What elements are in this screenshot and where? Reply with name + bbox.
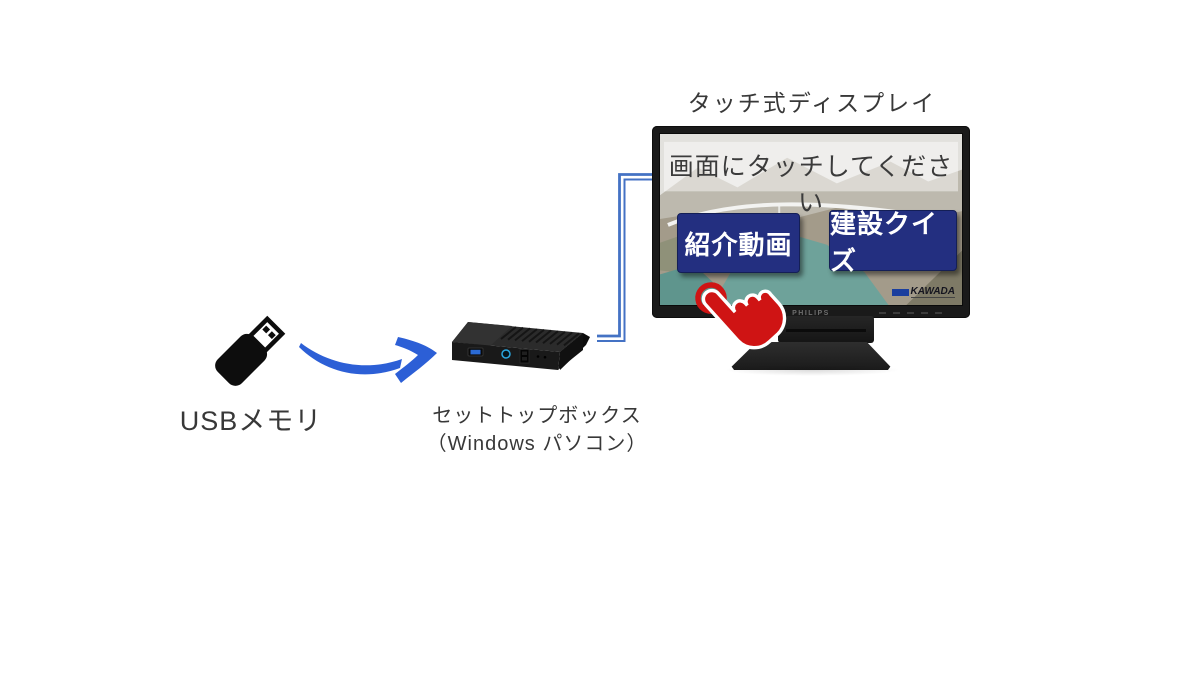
construction-quiz-button[interactable]: 建設クイズ [829,209,957,276]
intro-video-button[interactable]: 紹介動画 [677,213,800,273]
kawada-logo-bar [891,289,909,296]
display-screen: 画面にタッチしてください 紹介動画 建設クイズ KAWADA [659,133,963,306]
usb-memory-icon [215,315,286,386]
set-top-box-label: セットトップボックス （Windows パソコン） [417,402,657,458]
set-top-box-label-line1: セットトップボックス [432,405,642,427]
monitor-shadow [724,364,900,376]
usb-label: USBメモリ [179,406,323,436]
video-cable-connector [597,173,654,342]
monitor-bezel-buttons [879,312,942,314]
monitor-stand-hinge [778,316,874,343]
set-top-box-illustration [452,322,590,370]
transfer-arrow-icon [299,337,437,383]
set-top-box-label-line2: （Windows パソコン） [426,433,648,455]
display-label: タッチ式ディスプレイ [687,90,937,116]
touch-display-monitor: 画面にタッチしてください 紹介動画 建設クイズ KAWADA PHILIPS [652,126,970,318]
touch-hand-icon [695,282,787,350]
kawada-logo-text: KAWADA [910,286,955,298]
philips-brand-text: PHILIPS [792,310,830,317]
kawada-logo: KAWADA [891,286,955,298]
touch-prompt-text: 画面にタッチしてください [668,153,954,217]
